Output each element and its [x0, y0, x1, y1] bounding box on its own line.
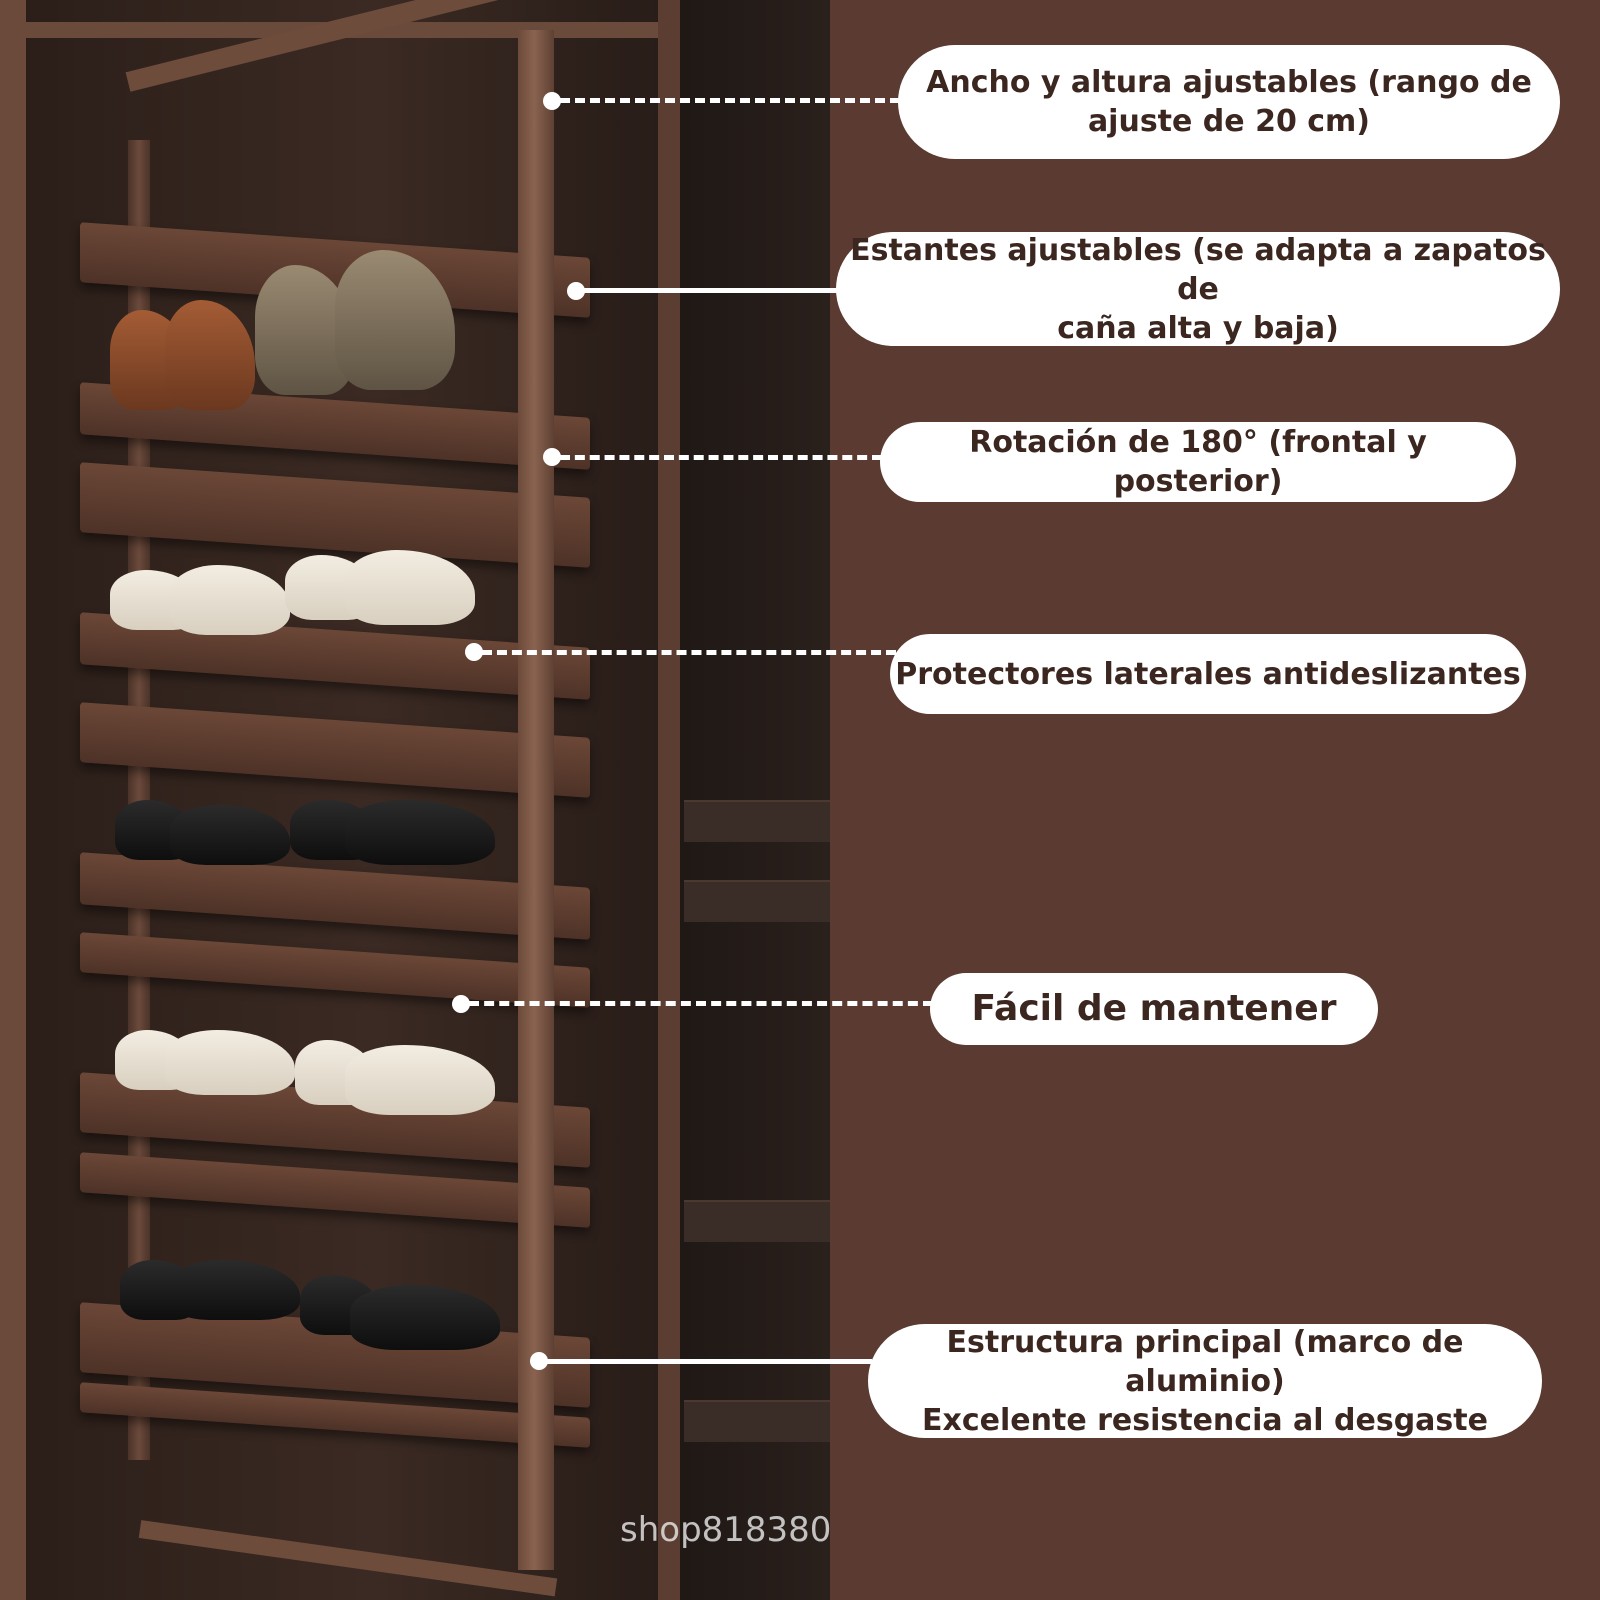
feature-bubble-main-structure: Estructura principal (marco de aluminio)…	[868, 1324, 1542, 1438]
heel-shoe	[165, 1030, 295, 1095]
feature-bubble-easy-maintenance: Fácil de mantener	[930, 973, 1378, 1045]
heel-shoe	[170, 565, 290, 635]
heel-shoe	[170, 1260, 300, 1320]
feature-text-line: Fácil de mantener	[971, 987, 1337, 1029]
feature-text-line: Excelente resistencia al desgaste	[922, 1402, 1488, 1438]
feature-text-line: caña alta y baja)	[1057, 310, 1339, 346]
rack-bottom-arm	[138, 1520, 558, 1597]
feature-bubble-adjustable-size: Ancho y altura ajustables (rango de ajus…	[898, 45, 1560, 159]
rack-main-post	[518, 30, 554, 1570]
callout-dot	[530, 1352, 548, 1370]
callout-line	[547, 1359, 872, 1364]
feature-text-line: Estructura principal (marco de aluminio)	[946, 1324, 1464, 1399]
feature-bubble-rotation: Rotación de 180° (frontal y posterior)	[880, 422, 1516, 502]
shelf	[80, 462, 590, 568]
drawer	[684, 880, 830, 922]
callout-dot	[452, 995, 470, 1013]
watermark-text: shop818380	[620, 1510, 832, 1550]
callout-line	[560, 98, 900, 103]
shelf	[80, 702, 590, 798]
cabinet-right-panel	[658, 0, 680, 1600]
callout-line	[560, 455, 882, 460]
heel-shoe	[350, 1285, 500, 1350]
feature-bubble-side-protectors: Protectores laterales antideslizantes	[890, 634, 1526, 714]
callout-dot	[543, 448, 561, 466]
feature-text-line: Rotación de 180° (frontal y posterior)	[969, 425, 1427, 499]
heel-shoe	[345, 550, 475, 625]
shelf	[80, 932, 590, 1008]
boot	[165, 300, 255, 410]
callout-dot	[567, 282, 585, 300]
cabinet-left-panel	[0, 0, 26, 1600]
feature-text-line: Protectores laterales antideslizantes	[895, 656, 1521, 692]
feature-bubble-adjustable-shelves: Estantes ajustables (se adapta a zapatos…	[836, 232, 1560, 346]
drawer	[684, 1200, 830, 1242]
heel-shoe	[345, 1045, 495, 1115]
callout-dot	[465, 643, 483, 661]
heel-shoe	[345, 800, 495, 865]
callout-line	[482, 650, 896, 655]
drawer	[684, 800, 830, 842]
shelf	[80, 852, 590, 940]
heel-shoe	[170, 805, 290, 865]
feature-text-line: Ancho y altura ajustables (rango de	[926, 65, 1532, 100]
shelf	[80, 1152, 590, 1228]
callout-dot	[543, 92, 561, 110]
product-photo	[0, 0, 830, 1600]
callout-line	[469, 1001, 933, 1006]
callout-line	[584, 288, 839, 293]
feature-text-line: ajuste de 20 cm)	[1087, 104, 1371, 139]
drawer	[684, 1400, 830, 1442]
rack-top-arm	[125, 0, 558, 92]
feature-text-line: Estantes ajustables (se adapta a zapatos…	[850, 232, 1546, 307]
